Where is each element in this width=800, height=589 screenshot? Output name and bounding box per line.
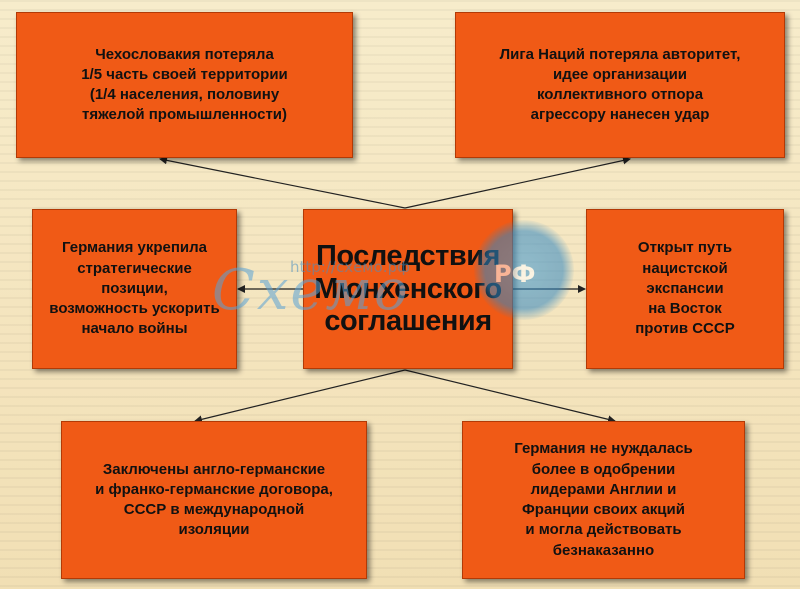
consequence-box-top-left: Чехословакия потеряла 1/5 часть своей те… xyxy=(16,12,353,158)
consequence-text: Открыт путь нацистской экспансии на Вост… xyxy=(635,239,735,338)
consequence-box-mid-left: Германия укрепила стратегические позиции… xyxy=(32,209,237,369)
consequence-text: Чехословакия потеряла 1/5 часть своей те… xyxy=(81,45,288,124)
central-topic-box: Последствия Мюнхенского соглашения xyxy=(303,209,513,369)
consequence-text: Заключены англо-германские и франко-герм… xyxy=(95,460,333,539)
central-topic-title: Последствия Мюнхенского соглашения xyxy=(314,240,502,338)
consequence-text: Лига Наций потеряла авторитет, идее орга… xyxy=(499,45,741,124)
consequence-text: Германия не нуждалась более в одобрении … xyxy=(514,440,693,559)
consequence-box-top-right: Лига Наций потеряла авторитет, идее орга… xyxy=(455,12,785,158)
consequence-text: Германия укрепила стратегические позиции… xyxy=(49,239,220,338)
arrow-to-top-right xyxy=(404,156,631,209)
consequence-box-mid-right: Открыт путь нацистской экспансии на Вост… xyxy=(586,209,784,369)
consequence-box-bottom-left: Заключены англо-германские и франко-герм… xyxy=(61,421,367,579)
arrow-to-bottom-right xyxy=(404,369,616,424)
arrow-to-bottom-left xyxy=(194,369,406,424)
arrow-to-top-left xyxy=(159,156,406,209)
consequence-box-bottom-right: Германия не нуждалась более в одобрении … xyxy=(462,421,745,579)
